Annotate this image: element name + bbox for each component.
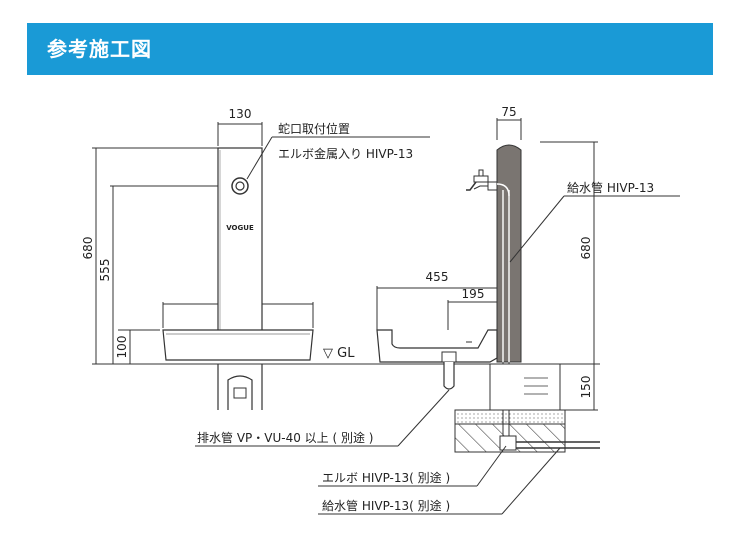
dim-faucet-height: 555 <box>98 259 112 282</box>
page-title: 参考施工図 <box>47 37 152 61</box>
header-bar: 参考施工図 <box>27 23 713 75</box>
supply-separate-callout: 給水管 HIVP-13( 別途 ) <box>318 447 561 515</box>
drain-callout: 排水管 VP・VU-40 以上 ( 別途 ) <box>195 389 450 447</box>
label-drain-pipe: 排水管 VP・VU-40 以上 ( 別途 ) <box>197 430 373 445</box>
dim-side-basin-inner: 195 <box>462 287 485 301</box>
supply-pipe-callout: 給水管 HIVP-13 <box>509 180 680 263</box>
dim-side-post-width: 75 <box>501 105 516 119</box>
basin-side <box>376 329 498 363</box>
label-elbow-separate: エルボ HIVP-13( 別途 ) <box>322 470 450 485</box>
foundation-block <box>489 363 561 411</box>
dim-side-basin-width: 455 <box>426 270 449 284</box>
label-supply-separate: 給水管 HIVP-13( 別途 ) <box>322 498 450 513</box>
dim-total-height: 680 <box>81 237 95 260</box>
brand-logo: VOGUE <box>226 224 254 232</box>
gravel-layer <box>454 409 566 425</box>
elbow-callout: エルボ HIVP-13( 別途 ) <box>318 445 507 487</box>
dim-base-height: 100 <box>115 336 129 359</box>
basin <box>162 329 314 361</box>
dim-side-height: 680 <box>579 237 593 260</box>
dim-post-width: 130 <box>229 107 252 121</box>
label-elbow-fitting: エルボ金属入り HIVP-13 <box>278 146 413 161</box>
dim-foundation-depth: 150 <box>579 376 593 399</box>
faucet-callout: 蛇口取付位置 エルボ金属入り HIVP-13 <box>246 121 430 180</box>
faucet-icon <box>466 169 498 191</box>
side-view: 75 680 150 455 195 <box>376 105 600 453</box>
label-faucet-position: 蛇口取付位置 <box>278 121 350 136</box>
ground-level-label: ▽ GL <box>323 346 355 361</box>
post-body <box>217 147 263 333</box>
label-supply-pipe: 給水管 HIVP-13 <box>567 180 654 195</box>
front-view: 130 680 555 100 470 VOGUE <box>81 107 600 410</box>
